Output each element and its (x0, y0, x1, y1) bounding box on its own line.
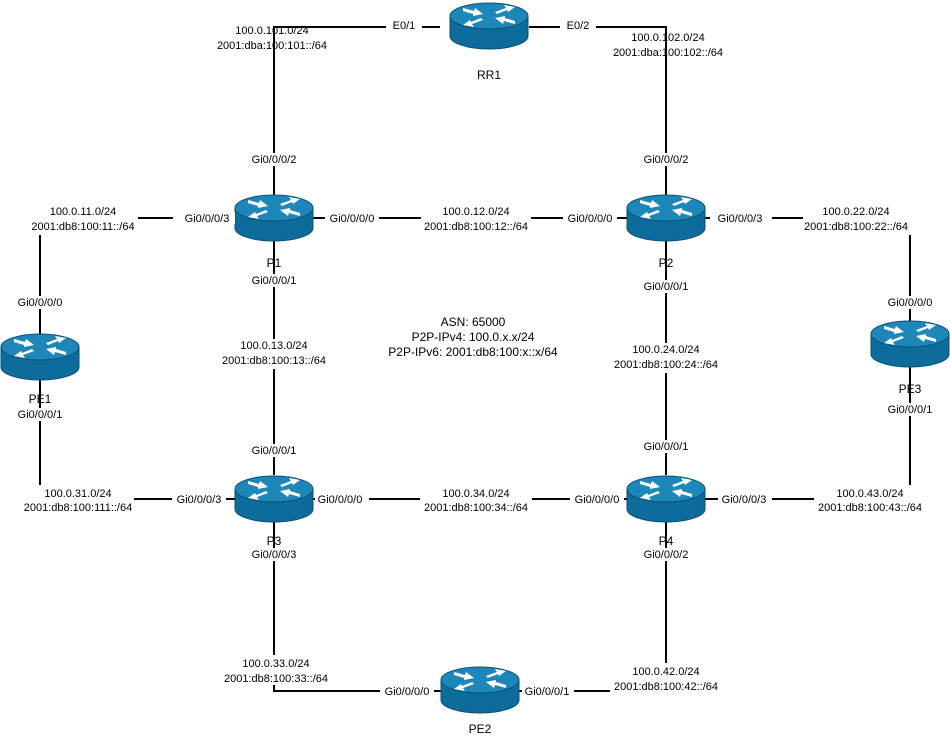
link-label-p4-pe2: Gi0/0/0/2 100.0.42.0/24 2001:db8:100:42:… (522, 548, 722, 698)
asn-label: ASN: 65000 (441, 315, 506, 329)
subnet-ipv6: 2001:dba:100:101::/64 (217, 40, 327, 52)
link-p1-pe1 (39, 217, 236, 335)
iface-p1-gi0-0-0-1: Gi0/0/0/1 (252, 275, 297, 287)
subnet-ipv6: 2001:dba:100:102::/64 (613, 47, 723, 59)
subnet-ipv4: 100.0.42.0/24 (632, 666, 699, 678)
subnet-ipv6: 2001:db8:100:34::/64 (424, 502, 528, 514)
link-label-p1-rr1: 100.0.101.0/24 2001:dba:100:101::/64 E0/… (217, 19, 422, 166)
iface-p3-gi0-0-0-3: Gi0/0/0/3 (252, 549, 297, 561)
router-pe1[interactable]: PE1 (0, 333, 80, 406)
iface-p2-gi0-0-0-0: Gi0/0/0/0 (568, 213, 613, 225)
subnet-ipv6: 2001:db8:100:22::/64 (804, 221, 908, 233)
iface-p1-gi0-0-0-3: Gi0/0/0/3 (185, 213, 230, 225)
router-label-p1: P1 (267, 256, 282, 270)
subnet-ipv6: 2001:db8:100:24::/64 (614, 359, 718, 371)
router-pe3[interactable]: PE3 (870, 320, 950, 396)
router-label-pe2: PE2 (469, 722, 492, 736)
subnet-ipv4: 100.0.22.0/24 (822, 206, 889, 218)
subnet-ipv6: 2001:db8:100:33::/64 (224, 673, 328, 685)
subnet-ipv6: 2001:db8:100:13::/64 (222, 355, 326, 367)
router-p1[interactable]: P1 (234, 194, 314, 270)
link-label-p1-p3: Gi0/0/0/1 100.0.13.0/24 2001:db8:100:13:… (218, 274, 330, 457)
iface-pe3-gi0-0-0-0: Gi0/0/0/0 (888, 297, 933, 309)
p2p-ipv6-label: P2P-IPv6: 2001:db8:100:x::x/64 (388, 345, 558, 359)
router-icon (234, 194, 314, 242)
subnet-ipv4: 100.0.24.0/24 (632, 344, 699, 356)
router-icon (626, 194, 706, 242)
iface-p3-gi0-0-0-3: Gi0/0/0/3 (177, 494, 222, 506)
iface-p4-gi0-0-0-3: Gi0/0/0/3 (722, 494, 767, 506)
iface-rr1-e0-1: E0/1 (393, 20, 416, 32)
link-label-p1-pe1: 100.0.11.0/24 2001:db8:100:11::/64 Gi0/0… (12, 205, 235, 309)
link-label-p4-pe3: Gi0/0/0/3 100.0.43.0/24 2001:db8:100:43:… (718, 403, 938, 515)
iface-pe1-gi0-0-0-0: Gi0/0/0/0 (18, 297, 63, 309)
iface-p4-gi0-0-0-1: Gi0/0/0/1 (644, 441, 689, 453)
iface-p1-gi0-0-0-2: Gi0/0/0/2 (252, 154, 297, 166)
router-pe2[interactable]: PE2 (440, 666, 520, 736)
router-label-p4: P4 (659, 534, 674, 548)
subnet-ipv4: 100.0.43.0/24 (836, 488, 903, 500)
subnet-ipv4: 100.0.101.0/24 (235, 25, 308, 37)
subnet-ipv4: 100.0.12.0/24 (442, 206, 509, 218)
router-icon (0, 333, 80, 381)
router-label-rr1: RR1 (477, 68, 501, 82)
link-label-p3-p4: Gi0/0/0/0 100.0.34.0/24 2001:db8:100:34:… (315, 485, 624, 515)
link-label-p3-pe2: Gi0/0/0/3 100.0.33.0/24 2001:db8:100:33:… (220, 548, 434, 698)
router-icon (234, 475, 314, 523)
subnet-ipv4: 100.0.33.0/24 (242, 658, 309, 670)
subnet-ipv4: 100.0.13.0/24 (240, 340, 307, 352)
iface-p3-gi0-0-0-1: Gi0/0/0/1 (252, 445, 297, 457)
iface-pe2-gi0-0-0-0: Gi0/0/0/0 (385, 686, 430, 698)
iface-p2-gi0-0-0-1: Gi0/0/0/1 (644, 281, 689, 293)
router-label-p3: P3 (267, 534, 282, 548)
router-label-p2: P2 (659, 256, 674, 270)
link-label-p3-pe1: Gi0/0/0/1 100.0.31.0/24 2001:db8:100:111… (12, 408, 226, 515)
iface-rr1-e0-2: E0/2 (567, 20, 590, 32)
addressing-note: ASN: 65000 P2P-IPv4: 100.0.x.x/24 P2P-IP… (388, 315, 558, 359)
link-label-p1-p2: 100.0.12.0/24 2001:db8:100:12::/64 Gi0/0… (325, 206, 617, 236)
router-p4[interactable]: P4 (626, 475, 706, 548)
subnet-ipv4: 100.0.34.0/24 (442, 488, 509, 500)
router-label-pe1: PE1 (29, 392, 52, 406)
router-p3[interactable]: P3 (234, 475, 314, 548)
subnet-ipv4: 100.0.11.0/24 (50, 206, 116, 218)
subnet-ipv4: 100.0.102.0/24 (631, 32, 704, 44)
router-rr1[interactable]: RR1 (449, 2, 529, 82)
link-label-p2-pe3: Gi0/0/0/3 100.0.22.0/24 2001:db8:100:22:… (710, 205, 938, 309)
p2p-ipv4-label: P2P-IPv4: 100.0.x.x/24 (412, 330, 535, 344)
router-label-pe3: PE3 (899, 382, 922, 396)
iface-pe2-gi0-0-0-1: Gi0/0/0/1 (525, 686, 570, 698)
router-icon (449, 2, 529, 50)
iface-p4-gi0-0-0-0: Gi0/0/0/0 (575, 494, 620, 506)
router-icon (626, 475, 706, 523)
iface-p3-gi0-0-0-0: Gi0/0/0/0 (318, 494, 363, 506)
router-icon (870, 320, 950, 368)
link-p4-pe3 (704, 362, 911, 500)
subnet-ipv6: 2001:db8:100:111::/64 (24, 502, 132, 514)
iface-p4-gi0-0-0-2: Gi0/0/0/2 (644, 549, 689, 561)
router-icon (440, 666, 520, 714)
subnet-ipv6: 2001:db8:100:42::/64 (614, 681, 718, 693)
router-p2[interactable]: P2 (626, 194, 706, 270)
link-label-p2-p4: Gi0/0/0/1 100.0.24.0/24 2001:db8:100:24:… (610, 280, 722, 453)
link-p3-pe1 (39, 370, 236, 500)
iface-p1-gi0-0-0-0: Gi0/0/0/0 (330, 213, 375, 225)
iface-p2-gi0-0-0-3: Gi0/0/0/3 (718, 213, 763, 225)
iface-p2-gi0-0-0-2: Gi0/0/0/2 (644, 154, 689, 166)
subnet-ipv6: 2001:db8:100:43::/64 (818, 502, 922, 514)
subnet-ipv6: 2001:db8:100:12::/64 (424, 221, 528, 233)
subnet-ipv4: 100.0.31.0/24 (44, 488, 111, 500)
link-label-p2-rr1: 100.0.102.0/24 2001:dba:100:102::/64 E0/… (560, 19, 723, 166)
subnet-ipv6: 2001:db8:100:11::/64 (31, 221, 134, 233)
iface-pe1-gi0-0-0-1: Gi0/0/0/1 (18, 409, 63, 421)
links (39, 26, 911, 692)
iface-pe3-gi0-0-0-1: Gi0/0/0/1 (888, 404, 933, 416)
link-p1-rr1 (273, 26, 440, 195)
